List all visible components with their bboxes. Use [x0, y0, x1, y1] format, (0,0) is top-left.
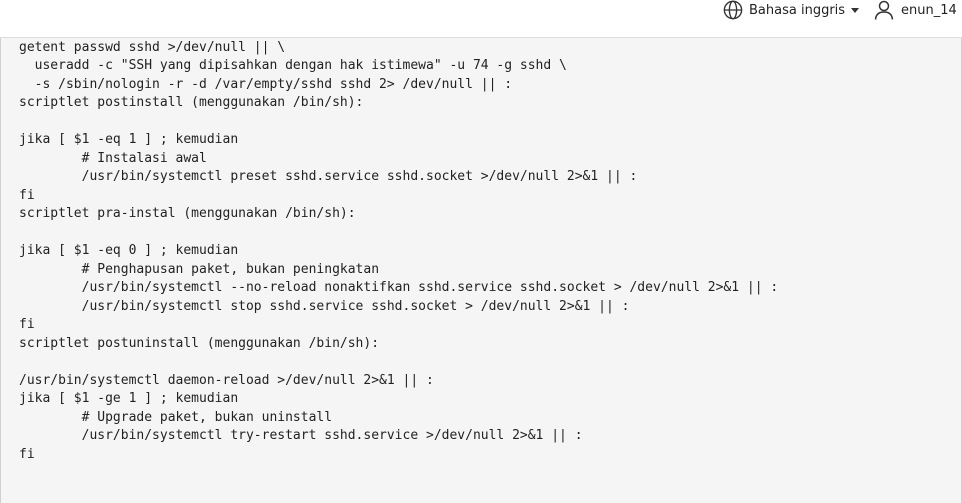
code-viewer: getent group sshd >/dev/null || groupadd…	[0, 37, 962, 503]
caret-down-icon	[851, 8, 860, 13]
code-line: getent passwd sshd >/dev/null || \	[19, 39, 286, 55]
code-line: jika [ $1 -eq 1 ] ; kemudian	[19, 132, 239, 147]
code-line: fi	[19, 187, 35, 203]
username-label: enun_14	[901, 2, 957, 18]
code-line: scriptlet postuninstall (menggunakan /bi…	[19, 335, 380, 351]
code-line: jika [ $1 -ge 1 ] ; kemudian	[19, 391, 239, 406]
code-line: fi	[19, 317, 35, 332]
code-line: # Penghapusan paket, bukan peningkatan	[19, 261, 380, 277]
code-line: jika [ $1 -eq 0 ] ; kemudian	[19, 243, 239, 258]
code-line: -s /sbin/nologin -r -d /var/empty/sshd s…	[19, 76, 513, 92]
globe-icon	[722, 0, 744, 20]
top-navbar: Bahasa inggris enun_14	[0, 0, 962, 38]
code-line: /usr/bin/systemctl preset sshd.service s…	[19, 169, 638, 184]
code-line: /usr/bin/systemctl try-restart sshd.serv…	[19, 428, 583, 443]
code-line: scriptlet pra-instal (menggunakan /bin/s…	[19, 206, 356, 221]
user-menu[interactable]: enun_14	[874, 0, 957, 20]
code-line: useradd -c "SSH yang dipisahkan dengan h…	[19, 58, 567, 73]
user-icon	[874, 0, 894, 20]
language-dropdown[interactable]: Bahasa inggris	[722, 0, 860, 20]
code-line: /usr/bin/systemctl --no-reload nonaktifk…	[19, 280, 779, 295]
code-line: scriptlet postinstall (menggunakan /bin/…	[19, 95, 364, 110]
code-line: # Instalasi awal	[19, 150, 207, 166]
code-line: fi	[19, 446, 35, 462]
code-block: getent group sshd >/dev/null || groupadd…	[19, 37, 778, 464]
language-label: Bahasa inggris	[749, 2, 846, 18]
code-line: /usr/bin/systemctl daemon-reload >/dev/n…	[19, 372, 434, 388]
code-line: /usr/bin/systemctl stop sshd.service ssh…	[19, 298, 630, 314]
code-line: # Upgrade paket, bukan uninstall	[19, 409, 333, 425]
